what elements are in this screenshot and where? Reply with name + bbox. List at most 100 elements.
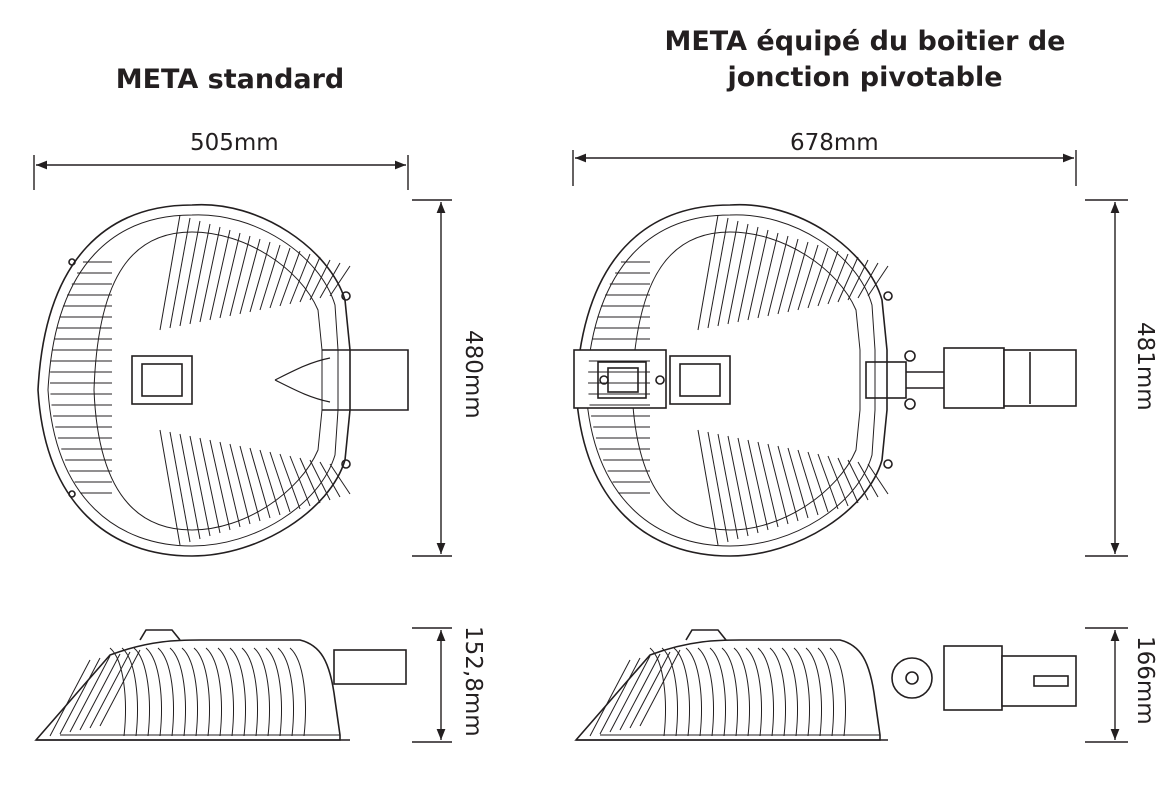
heat-sink-fin [709, 647, 726, 737]
heat-sink-fin [807, 247, 829, 309]
heat-sink-fin [279, 250, 301, 307]
heat-sink-fin [99, 649, 141, 727]
heat-sink-fin [199, 437, 221, 534]
heat-sink-fin [289, 253, 311, 305]
heat-sink-fin [737, 226, 759, 323]
heat-sink-fin [817, 647, 834, 737]
heat-sink-fin [769, 647, 786, 737]
heat-sink-fin [767, 443, 789, 525]
pivot-left-fins [588, 261, 650, 494]
heat-sink-fin [697, 214, 719, 331]
heat-sink-fin [199, 226, 221, 323]
heat-sink-fin [717, 220, 739, 327]
heat-sink-fin [209, 229, 231, 321]
title-meta-pivot-line1: META équipé du boitier de [664, 26, 1066, 57]
heat-sink-fin [299, 457, 321, 504]
heat-sink-fin [109, 647, 126, 737]
heat-sink-fin [805, 647, 822, 737]
heat-sink-fin [169, 431, 191, 543]
pivot-side-fins [589, 647, 846, 737]
dimension-lines [33, 150, 1128, 743]
heat-sink-fin [229, 647, 246, 737]
standard-left-fins [50, 261, 112, 494]
heat-sink-fin [787, 447, 809, 519]
heat-sink-fin [707, 431, 729, 543]
heat-sink-fin [589, 659, 631, 737]
heat-sink-fin [189, 435, 211, 537]
heat-sink-fin [229, 443, 251, 525]
heat-sink-fin [169, 647, 186, 737]
heat-sink-fin [737, 437, 759, 534]
heat-sink-fin [79, 653, 121, 731]
heat-sink-fin [867, 265, 889, 297]
heat-sink-fin [817, 453, 839, 510]
heat-sink-fin [793, 647, 810, 737]
dim-pivot-width: 678mm [790, 130, 879, 156]
heat-sink-fin [229, 235, 251, 317]
heat-sink-fin [157, 647, 174, 737]
heat-sink-fin [239, 445, 261, 522]
heat-sink-fin [181, 647, 198, 737]
heat-sink-fin [249, 447, 271, 519]
heat-sink-fin [829, 647, 846, 737]
heat-sink-fin [319, 461, 341, 498]
heat-sink-fin [145, 647, 162, 737]
heat-sink-fin [179, 433, 201, 540]
heat-sink-fin [757, 647, 774, 737]
heat-sink-fin [797, 449, 819, 516]
heat-sink-fin [309, 459, 331, 501]
heat-sink-fin [727, 223, 749, 325]
heat-sink-fin [193, 647, 210, 737]
heat-sink-fin [277, 647, 294, 737]
heat-sink-fin [159, 429, 181, 546]
heat-sink-fin [837, 256, 859, 303]
heat-sink-fin [265, 647, 282, 737]
heat-sink-fin [685, 647, 702, 737]
heat-sink-fin [289, 647, 306, 737]
standard-side-view [34, 629, 407, 741]
heat-sink-fin [817, 250, 839, 307]
heat-sink-fin [219, 232, 241, 319]
heat-sink-fin [259, 244, 281, 311]
dim-standard-width: 505mm [190, 130, 279, 156]
heat-sink-fin [757, 232, 779, 319]
heat-sink-fin [629, 651, 671, 729]
standard-side-fins [49, 647, 306, 737]
heat-sink-fin [209, 439, 231, 531]
heat-sink-fin [59, 657, 101, 735]
heat-sink-fin [179, 220, 201, 327]
heat-sink-fin [661, 647, 678, 737]
heat-sink-fin [847, 459, 869, 501]
heat-sink-fin [49, 659, 91, 737]
heat-sink-fin [733, 647, 750, 737]
heat-sink-fin [121, 647, 138, 737]
heat-sink-fin [269, 451, 291, 513]
heat-sink-fin [217, 647, 234, 737]
heat-sink-fin [599, 657, 641, 735]
heat-sink-fin [781, 647, 798, 737]
heat-sink-fin [309, 259, 331, 301]
title-meta-pivot-line2: jonction pivotable [727, 62, 1003, 93]
heat-sink-fin [319, 262, 341, 299]
heat-sink-fin [239, 238, 261, 315]
heat-sink-fin [673, 647, 690, 737]
heat-sink-fin [837, 457, 859, 504]
standard-top-view [37, 203, 409, 557]
heat-sink-fin [259, 449, 281, 516]
heat-sink-fin [169, 217, 191, 329]
heat-sink-fin [697, 429, 719, 546]
heat-sink-fin [89, 651, 131, 729]
heat-sink-fin [329, 463, 351, 495]
heat-sink-fin [189, 223, 211, 325]
heat-sink-fin [205, 647, 222, 737]
heat-sink-fin [787, 241, 809, 313]
heat-sink-fin [745, 647, 762, 737]
heat-sink-fin [717, 433, 739, 540]
pivot-side-view [574, 629, 1077, 741]
title-meta-pivot: META équipé du boitier de jonction pivot… [620, 24, 1110, 96]
heat-sink-fin [697, 647, 714, 737]
standard-lower-fins [159, 429, 351, 546]
heat-sink-fin [241, 647, 258, 737]
heat-sink-fin [767, 235, 789, 317]
